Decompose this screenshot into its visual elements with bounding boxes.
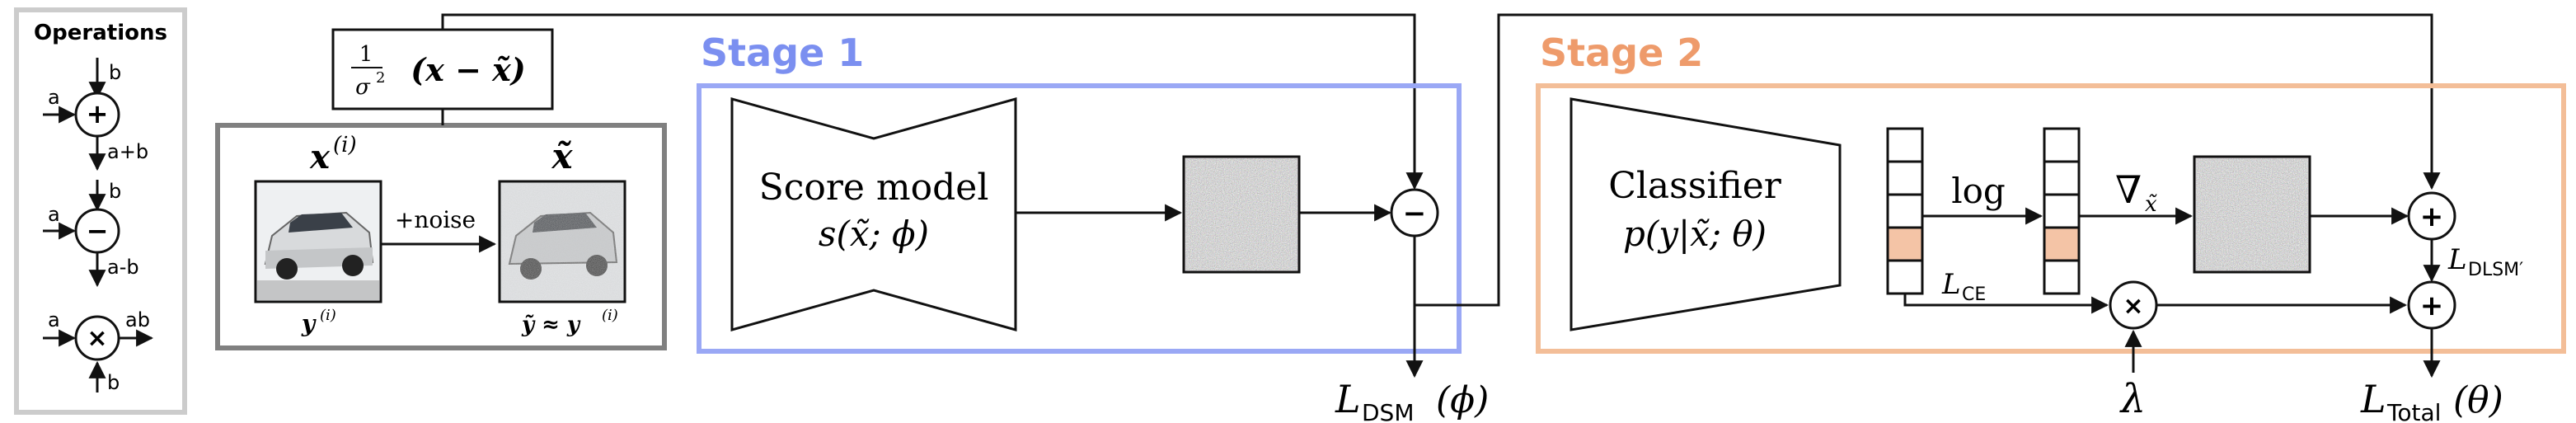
scale-den: σ (355, 75, 371, 100)
legend-mul-out: ab (125, 308, 150, 331)
legend-sub-symbol: − (87, 215, 109, 247)
clean-sup: (i) (333, 133, 357, 157)
ce-branch (1903, 294, 2109, 314)
log-prob-vector (2043, 127, 2081, 295)
operations-border (14, 7, 187, 415)
total-loss-label: L Total (θ) (2360, 377, 2503, 423)
total-loss-L: L (2360, 377, 2386, 421)
legend-sub-in-left: a (48, 203, 60, 226)
operations-legend: Operations b a + a+b b a − a-b a (14, 7, 187, 415)
grad-label: ∇ (2115, 167, 2142, 212)
dsm-loss-sub: DSM (1362, 399, 1415, 423)
total-loss-sub: Total (2386, 399, 2441, 423)
dsm-loss-L: L (1335, 377, 1361, 421)
score-model-expr: s(x̃; ϕ) (819, 214, 929, 254)
dlsm-label-L: L (2447, 243, 2467, 276)
legend-sub: b a − a-b (43, 180, 139, 288)
noisy-caption: ỹ ≈ y (521, 313, 581, 337)
stage2: Stage 2 Classifier p(y|x̃; θ) log ∇ x̃ (1536, 31, 2566, 423)
legend-sub-out: a-b (107, 256, 139, 279)
classifier-name: Classifier (1608, 165, 1782, 207)
operations-title: Operations (34, 21, 167, 45)
clean-label: x (309, 138, 331, 176)
legend-add-in-left: a (48, 86, 60, 109)
score-model-name: Score model (759, 167, 989, 209)
clean-car-image (254, 180, 382, 303)
stage1-title: Stage 1 (701, 31, 864, 75)
noisy-car-image (498, 180, 626, 303)
log-label: log (1951, 171, 2006, 211)
legend-add-in-top: b (109, 61, 121, 84)
noise-label: +noise (395, 206, 476, 233)
noisy-caption-sup: (i) (602, 307, 618, 324)
score-model-shape (730, 97, 1017, 331)
stage2-border (1536, 83, 2566, 354)
input-block: 1 σ 2 (x − x̃) x (i) y (i) +noise x̃ (215, 28, 667, 350)
legend-add-symbol: + (87, 98, 109, 129)
logits-vector (1886, 127, 1924, 295)
dsm-loss-label: L DSM (ϕ) (1335, 377, 1489, 423)
dlsm-add-symbol: + (2420, 200, 2444, 233)
lambda-label: λ (2119, 376, 2146, 422)
total-loss-arg: (θ) (2453, 379, 2503, 421)
score-noise-texture (1185, 158, 1297, 270)
clean-caption: y (301, 310, 317, 337)
legend-mul: a × ab b (43, 308, 154, 394)
dsm-loss-arg: (ϕ) (1436, 379, 1489, 421)
dlsm-label-sub: DLSM′ (2468, 260, 2523, 280)
stage1: Stage 1 Score model s(x̃; ϕ) − L DSM (ϕ) (697, 31, 1489, 423)
stage1-border (697, 83, 1462, 354)
target-connector (441, 13, 1424, 190)
clean-caption-sup: (i) (320, 307, 336, 324)
subtract-node-symbol: − (1403, 197, 1427, 230)
score-to-dlsm-connector (1415, 13, 2441, 307)
legend-add-out: a+b (107, 140, 148, 163)
classifier-expr: p(y|x̃; θ) (1623, 214, 1767, 254)
noisy-label: x̃ (551, 136, 573, 176)
scale-den-sup: 2 (376, 69, 385, 87)
stage2-title: Stage 2 (1540, 31, 1703, 75)
legend-add: b a + a+b (43, 58, 148, 172)
total-add-symbol: + (2420, 289, 2444, 322)
ce-label-L: L (1941, 268, 1961, 301)
classifier-shape (1570, 97, 1842, 331)
scale-num: 1 (359, 42, 373, 67)
grad-sub: x̃ (2145, 192, 2157, 217)
legend-sub-in-top: b (109, 180, 121, 203)
grad-noise-texture (2196, 158, 2308, 270)
multiply-symbol: × (2123, 292, 2143, 321)
scale-expr: (x − x̃) (411, 51, 526, 88)
ce-label-sub: CE (1962, 284, 1986, 305)
legend-mul-symbol: × (87, 324, 107, 353)
legend-mul-in-bottom: b (107, 371, 120, 394)
input-block-border (215, 123, 667, 350)
legend-mul-in-left: a (48, 308, 60, 331)
